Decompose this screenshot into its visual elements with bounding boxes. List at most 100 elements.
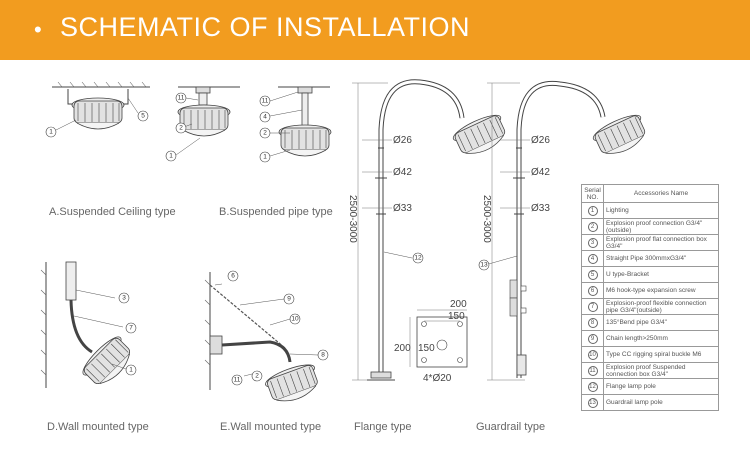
callout-12: 12: [414, 255, 422, 262]
callout-1: 1: [263, 154, 267, 161]
callout-circle: [259, 111, 271, 123]
callout-1: 1: [49, 129, 53, 136]
table-header-row: Serial NO. Accessories Name: [581, 184, 719, 203]
callout-1: 1: [129, 367, 133, 374]
callout-circle: [317, 349, 329, 361]
callout-circle: [175, 92, 187, 104]
callout-9: 9: [287, 296, 291, 303]
callout-circle: [259, 127, 271, 139]
table-row: 2 Explosion proof connection G3/4"(outsid…: [581, 218, 719, 235]
dim-diameter-26-a: Ø26: [393, 135, 412, 146]
accessory-name: M6 hook-type expansion screw: [603, 282, 719, 299]
callout-circle: [45, 126, 57, 138]
callout-13: 13: [480, 262, 488, 269]
serial-cell: 7: [581, 298, 604, 315]
callout-11: 11: [234, 377, 241, 384]
callout-2: 2: [263, 130, 267, 137]
serial-cell: 13: [581, 394, 604, 411]
serial-cell: 5: [581, 266, 604, 283]
callout-circle: [251, 370, 263, 382]
dim-holes: 4*Ø20: [423, 373, 452, 384]
serial-cell: 8: [581, 314, 604, 331]
caption-wall-mounted-d: D.Wall mounted type: [47, 421, 149, 433]
dim-diameter-42-a: Ø42: [393, 167, 412, 178]
wall-mount-drawing-e: [204, 272, 324, 408]
serial-cell: 10: [581, 346, 604, 363]
callout-circle: [289, 313, 301, 325]
guardrail-pole-drawing: [484, 80, 652, 381]
serial-number: 7: [587, 301, 598, 312]
callout-11: 11: [262, 98, 269, 105]
callout-circle: [259, 95, 271, 107]
serial-cell: 1: [581, 202, 604, 219]
dim-width-150: 150: [448, 311, 465, 322]
bullet-icon: •: [34, 17, 42, 42]
caption-guardrail: Guardrail type: [476, 421, 546, 433]
ceiling-mount-drawing: [52, 81, 150, 131]
callout-2: 2: [255, 373, 259, 380]
callout-11: 11: [178, 95, 185, 102]
accessory-name: Explosion proof flat connection box G3/4…: [603, 234, 719, 251]
callout-circle: [227, 270, 239, 282]
callout-circle: [259, 151, 271, 163]
dim-width-200: 200: [450, 299, 467, 310]
callout-3: 3: [122, 295, 126, 302]
dim-diameter-33-a: Ø33: [393, 203, 412, 214]
accessory-name: Chain length>250mm: [603, 330, 719, 347]
serial-number: 8: [587, 317, 598, 328]
accessory-name: Explosion proof connection G3/4"(outside…: [603, 218, 719, 235]
callout-circle: [125, 322, 137, 334]
callout-circle: [412, 252, 424, 264]
callout-circle: [283, 293, 295, 305]
dim-diameter-42-b: Ø42: [531, 167, 550, 178]
serial-number: 13: [587, 397, 598, 408]
accessory-name: Straight Pipe 300mmxG3/4": [603, 250, 719, 267]
serial-cell: 12: [581, 378, 604, 395]
header-banner: • SCHEMATIC OF INSTALLATION: [0, 0, 750, 60]
caption-suspended-pipe: B.Suspended pipe type: [219, 206, 333, 218]
dim-height-b: 2500-3000: [481, 195, 492, 243]
callout-8: 8: [321, 352, 325, 359]
serial-cell: 11: [581, 362, 604, 379]
dim-height-a: 2500-3000: [347, 195, 358, 243]
dim-height-150: 150: [418, 343, 435, 354]
callout-2: 2: [179, 125, 183, 132]
table-row: 8 135°Bend pipe G3/4": [581, 314, 719, 331]
dim-height-200: 200: [394, 343, 411, 354]
serial-number: 2: [587, 221, 598, 232]
page-title: SCHEMATIC OF INSTALLATION: [60, 12, 471, 42]
serial-cell: 2: [581, 218, 604, 235]
dim-diameter-26-b: Ø26: [531, 135, 550, 146]
accessory-name: Guardrail lamp pole: [603, 394, 719, 411]
serial-number: 11: [587, 365, 598, 376]
callout-1: 1: [169, 153, 173, 160]
callout-5: 5: [141, 113, 145, 120]
callout-circle: [165, 150, 177, 162]
serial-number: 1: [587, 205, 598, 216]
callout-markers: 1 5 11 2 1 11 4 2 1 3 7 1 6 9 10 8 11 2: [45, 92, 490, 386]
flange-pole-drawing: [352, 79, 512, 381]
serial-number: 12: [587, 381, 598, 392]
accessory-name: Explosion proof Suspended connection box…: [603, 362, 719, 379]
accessory-name: Type CC rigging spiral buckle M6: [603, 346, 719, 363]
callout-7: 7: [129, 325, 133, 332]
table-row: 11 Explosion proof Suspended connection b…: [581, 362, 719, 379]
accessory-name: U type-Bracket: [603, 266, 719, 283]
accessory-name: 135°Bend pipe G3/4": [603, 314, 719, 331]
table-row: 13 Guardrail lamp pole: [581, 394, 719, 411]
callout-circle: [478, 259, 490, 271]
caption-flange: Flange type: [354, 421, 412, 433]
name-header: Accessories Name: [603, 184, 719, 203]
serial-header: Serial NO.: [581, 184, 604, 203]
caption-wall-mounted-e: E.Wall mounted type: [220, 421, 322, 433]
serial-cell: 4: [581, 250, 604, 267]
